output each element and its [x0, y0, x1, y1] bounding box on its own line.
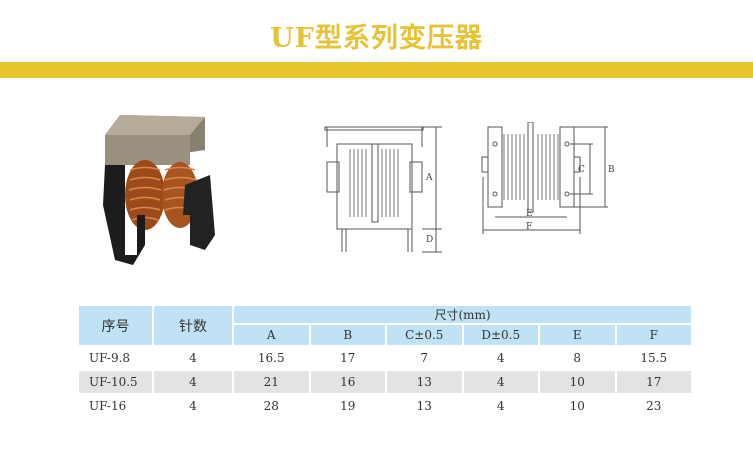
table-row: UF-16 4 28 19 13 4 10 23	[77, 393, 693, 419]
cell-value: 15.5	[614, 345, 693, 371]
title-band	[0, 62, 753, 78]
col-e: E	[538, 323, 617, 347]
cell-value: 13	[385, 393, 464, 419]
cell-value: 4	[461, 345, 540, 371]
cell-value: 8	[538, 345, 617, 371]
col-d: D±0.5	[461, 323, 540, 347]
cell-value: 7	[385, 345, 464, 371]
cell-value: 23	[614, 393, 693, 419]
header-dimensions: 尺寸(mm)	[232, 304, 693, 325]
cell-model: UF-10.5	[77, 369, 154, 395]
cell-value: 28	[232, 393, 311, 419]
cell-value: 13	[385, 369, 464, 395]
header-pins: 针数	[152, 304, 234, 347]
cell-value: 10	[538, 369, 617, 395]
cell-pins: 4	[152, 345, 234, 371]
col-f: F	[614, 323, 693, 347]
cell-value: 19	[308, 393, 387, 419]
col-c: C±0.5	[385, 323, 464, 347]
header-serial: 序号	[77, 304, 154, 347]
cell-model: UF-16	[77, 393, 154, 419]
col-b: B	[308, 323, 387, 347]
cell-value: 21	[232, 369, 311, 395]
transformer-photo	[103, 115, 215, 265]
cell-pins: 4	[152, 369, 234, 395]
cell-value: 16.5	[232, 345, 311, 371]
label-d: D	[426, 235, 433, 245]
label-e: E	[526, 209, 533, 219]
cell-value: 10	[538, 393, 617, 419]
cell-value: 16	[308, 369, 387, 395]
top-view-drawing: C B E F	[481, 122, 615, 234]
cell-pins: 4	[152, 393, 234, 419]
table-row: UF-10.5 4 21 16 13 4 10 17	[77, 369, 693, 395]
label-f: F	[526, 222, 532, 232]
cell-model: UF-9.8	[77, 345, 154, 371]
cell-value: 17	[308, 345, 387, 371]
label-b: B	[608, 165, 615, 175]
label-a: A	[425, 173, 433, 183]
cell-value: 4	[461, 369, 540, 395]
side-view-drawing: A D	[324, 126, 442, 253]
cell-value: 17	[614, 369, 693, 395]
spec-table: 序号 针数 尺寸(mm) A B C±0.5 D±0.5 E F UF-9.8 …	[77, 304, 693, 419]
cell-value: 4	[461, 393, 540, 419]
label-c: C	[578, 165, 585, 175]
page-title: UF型系列变压器	[270, 23, 483, 54]
table-row: UF-9.8 4 16.5 17 7 4 8 15.5	[77, 345, 693, 371]
col-a: A	[232, 323, 311, 347]
